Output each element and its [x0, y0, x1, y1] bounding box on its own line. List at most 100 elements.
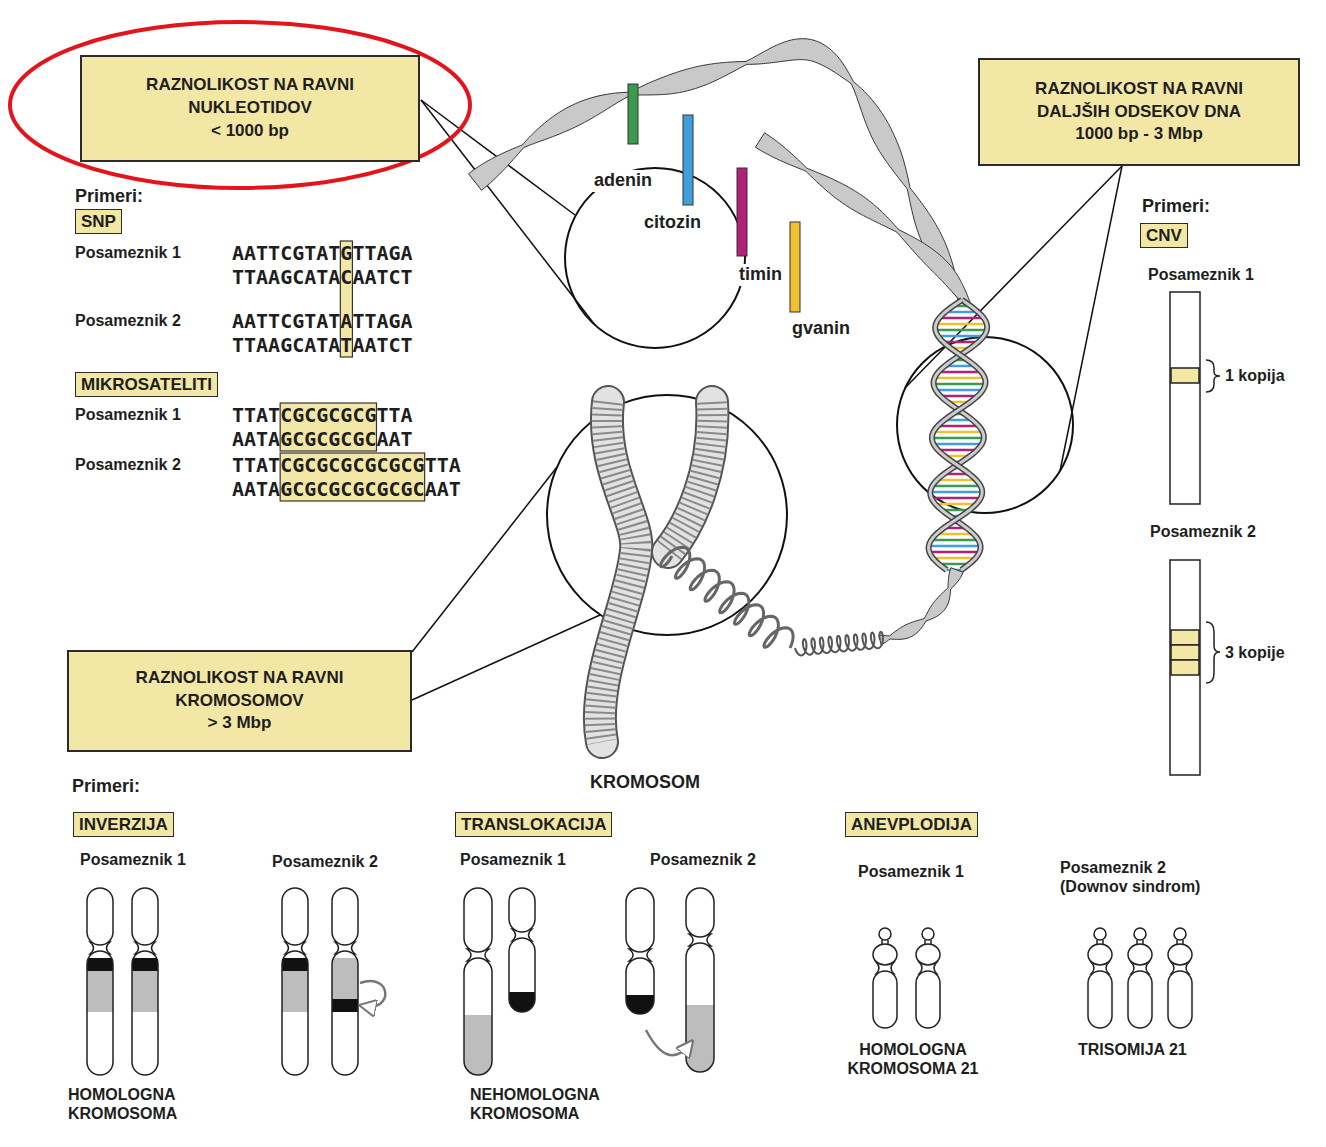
caption-label: TRISOMIJA 21: [1078, 1040, 1187, 1059]
chromosome-outline: [916, 944, 940, 965]
curved-arrow: [360, 981, 385, 1007]
dna-sequence: AATTCGTATGTTAGA: [232, 241, 413, 265]
chromosome-ideogram: [1088, 928, 1112, 1028]
base-pair: [933, 443, 981, 446]
chromosome-band: [626, 995, 654, 1014]
chromosome-outline: [686, 888, 714, 937]
dna-sequence: AATAGCGCGCGCAAT: [232, 427, 413, 451]
chromosome-ideogram: [686, 888, 714, 1080]
category-box: RAZNOLIKOST NA RAVNI KROMOSOMOV> 3 Mbp: [67, 650, 412, 752]
box-text: > 3 Mbp: [208, 712, 272, 735]
chromosome-ideograms: [87, 888, 1192, 1080]
chromosome-arm: [464, 888, 492, 952]
base-label: gvanin: [790, 318, 852, 340]
chromosome-arm: [509, 888, 535, 932]
chromatid: [668, 402, 712, 552]
chromosome-outline: [916, 971, 940, 1028]
dna-sequence: TTAAGCATACAATCT: [232, 265, 413, 289]
individual-label: Posameznik 2: [1150, 522, 1256, 541]
chromosome-outline: [1168, 971, 1192, 1028]
copy-label: 3 kopije: [1225, 643, 1285, 662]
chromosome-arm: [282, 951, 308, 1075]
chromosome-ideogram: [873, 928, 897, 1028]
move-arrows: [360, 981, 690, 1055]
chromosome-arm: [1088, 971, 1112, 1028]
base-bar: [790, 222, 800, 312]
box-text: < 1000 bp: [211, 120, 289, 143]
leader-line: [421, 100, 595, 325]
base-bar: [628, 84, 638, 144]
box-text: RAZNOLIKOST NA RAVNI KROMOSOMOV: [104, 667, 376, 713]
base-pair: [929, 545, 981, 548]
category-box: RAZNOLIKOST NA RAVNI DALJŠIH ODSEKOV DNA…: [978, 58, 1300, 166]
satellite: [1134, 928, 1146, 940]
base-pair: [931, 539, 978, 542]
ribbon-strand: [879, 568, 963, 645]
box-text: CNV: [1146, 225, 1182, 246]
box-text: MIKROSATELITI: [81, 374, 212, 395]
chromosome-band: [87, 971, 113, 1012]
copy-band: [1171, 660, 1199, 675]
chromatid: [668, 402, 712, 552]
chromosome-outline: [686, 943, 714, 1072]
chromosome-arm: [132, 951, 158, 1075]
example-tag: TRANSLOKACIJA: [455, 812, 612, 837]
chromosome-band: [282, 958, 308, 971]
example-tag: ANEVPLODIJA: [845, 812, 978, 837]
individual-label: Posameznik 2: [650, 850, 756, 869]
individual-label: Posameznik 2: [75, 311, 181, 330]
chromosome-arm: [1128, 971, 1152, 1028]
box-text: 1000 bp - 3 Mbp: [1075, 123, 1203, 146]
example-tag: SNP: [75, 209, 122, 234]
base-pair: [938, 449, 977, 452]
chromosome-arm: [686, 888, 714, 937]
base-pair: [931, 497, 980, 500]
base-pair: [933, 431, 982, 434]
chromosome-ideogram: [1128, 928, 1152, 1028]
individual-label: Posameznik 1: [1148, 265, 1254, 284]
base-pair: [934, 383, 986, 386]
copy-band: [1171, 630, 1199, 645]
satellite: [1094, 928, 1106, 940]
chromosome-arm: [1168, 971, 1192, 1028]
zoom-circle: [565, 168, 745, 348]
base-pair: [929, 551, 979, 554]
dna-sequence: AATTCGTATATTAGA: [232, 309, 413, 333]
base-pair: [935, 377, 985, 380]
base-pair: [933, 557, 976, 560]
helix-strand: [929, 300, 986, 570]
chromosome-ideogram: [87, 888, 113, 1075]
chromosome-band: [686, 1005, 714, 1072]
chromosome-outline: [626, 888, 654, 952]
box-text: TRANSLOKACIJA: [461, 814, 606, 835]
chromatid: [600, 402, 636, 742]
base-pair: [937, 479, 976, 482]
chromosome-arm: [132, 888, 158, 945]
leader-line: [1060, 166, 1122, 471]
dna-sequence: TTATCGCGCGCGTTA: [232, 403, 413, 427]
individual-label: Posameznik 1: [75, 243, 181, 262]
chromosome-ideogram: [1168, 928, 1192, 1028]
coiled-dna: [795, 632, 883, 656]
chromosome-ideogram: [509, 888, 535, 1015]
chromosome-outline: [509, 938, 535, 1012]
dna-sequence: TTAAGCATATAATCT: [232, 333, 413, 357]
dna-sequence: AATAGCGCGCGCGCGCAAT: [232, 477, 461, 501]
individual-label: Posameznik 1: [858, 862, 964, 881]
individual-label: Posameznik 1: [460, 850, 566, 869]
chromosome-outline: [509, 888, 535, 932]
chromosome-arm: [916, 944, 940, 965]
chromosome-band: [282, 971, 308, 1012]
category-box: RAZNOLIKOST NA RAVNI NUKLEOTIDOV< 1000 b…: [80, 55, 420, 162]
caption-label: HOMOLOGNA KROMOSOMA: [68, 1085, 208, 1123]
chromosome-band: [464, 1015, 492, 1075]
brace: [1206, 622, 1220, 683]
chromosome-outline: [87, 951, 113, 1075]
base-pair: [938, 335, 984, 338]
chromosome-ideogram: [464, 888, 492, 1080]
chromosome-arm: [332, 888, 358, 945]
chromosome-band: [132, 971, 158, 1012]
chromosome-arm: [873, 971, 897, 1028]
helix-strand: [929, 300, 986, 570]
